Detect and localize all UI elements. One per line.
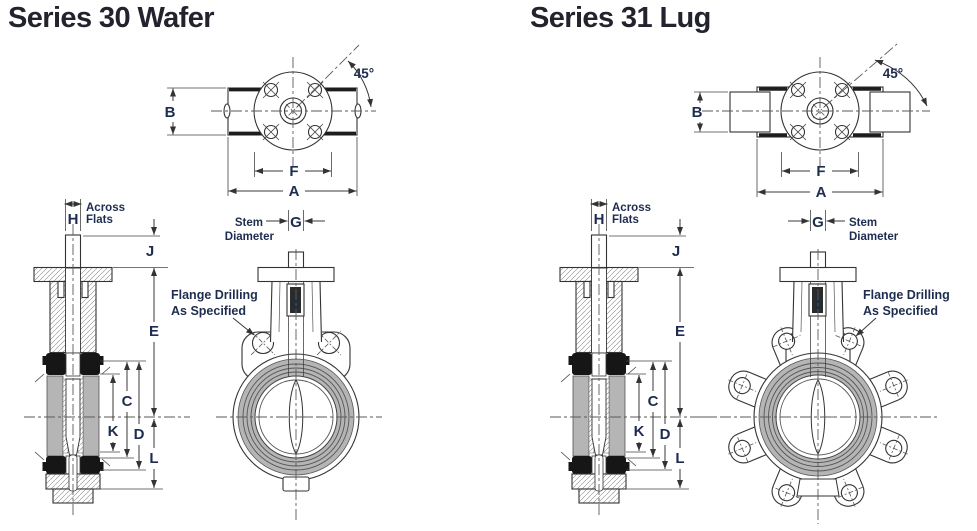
angle-label: 45° bbox=[883, 66, 903, 81]
dim-brackets: K C D E L bbox=[95, 268, 163, 490]
dim-label-g: G bbox=[290, 214, 302, 231]
angle-label: 45° bbox=[354, 66, 374, 81]
dim-H: H Across Flats bbox=[64, 199, 125, 231]
bray-logo-tag: Bray bbox=[808, 283, 827, 317]
foot-tab bbox=[796, 478, 840, 497]
dim-G: G Stem Diameter bbox=[788, 210, 899, 243]
dim-label-f: F bbox=[816, 163, 825, 180]
series30-top-view: 45° B F A bbox=[165, 44, 376, 200]
stem-diameter-label-2: Diameter bbox=[849, 231, 899, 243]
dim-label-h: H bbox=[594, 211, 605, 228]
liner-left bbox=[572, 375, 590, 457]
dim-label-a: A bbox=[289, 183, 300, 200]
series30-front-view: Bray Flange Drilling As Specified G Stem… bbox=[171, 210, 382, 522]
diagonal-45-line bbox=[823, 43, 898, 108]
series31-drawing: 45° B F A bbox=[550, 43, 950, 524]
angle-arc bbox=[347, 60, 373, 108]
dim-label-e: E bbox=[149, 323, 159, 340]
svg-text:Bray: Bray bbox=[294, 295, 301, 311]
dim-label-j: J bbox=[672, 243, 680, 260]
leader-ticks bbox=[560, 366, 637, 467]
dim-label-h: H bbox=[68, 211, 79, 228]
dim-label-e: E bbox=[675, 323, 685, 340]
series31-top-view: 45° B F A bbox=[692, 43, 930, 201]
dim-label-k: K bbox=[634, 423, 645, 440]
series30-title: Series 30 Wafer bbox=[8, 2, 215, 34]
liner-left bbox=[46, 375, 64, 457]
dim-label-a: A bbox=[816, 184, 827, 201]
series31-title: Series 31 Lug bbox=[530, 2, 711, 34]
dim-label-b: B bbox=[692, 104, 703, 121]
dim-G: G Stem Diameter bbox=[225, 210, 325, 243]
flange-drilling-label-1: Flange Drilling bbox=[171, 288, 258, 302]
dim-label-f: F bbox=[289, 163, 298, 180]
dim-B: B bbox=[692, 91, 728, 133]
flange-drilling-label-2: As Specified bbox=[863, 304, 938, 318]
top-seal bbox=[42, 352, 104, 377]
diagonal-45-line bbox=[296, 44, 360, 108]
dim-label-b: B bbox=[165, 104, 176, 121]
bray-logo-tag: Bray bbox=[286, 283, 305, 317]
dim-H: H Across Flats bbox=[590, 199, 651, 231]
across-flats-label-1: Across bbox=[86, 202, 125, 214]
dim-J: J bbox=[83, 219, 168, 268]
flange-drilling-ears bbox=[250, 330, 342, 356]
series31-front-view: Bray Flange Drilling As Specified G Stem… bbox=[700, 210, 950, 524]
dim-J: J bbox=[609, 219, 694, 268]
dim-B: B bbox=[165, 87, 226, 136]
bolt-holes bbox=[262, 81, 324, 141]
flange-drilling-callout: Flange Drilling As Specified bbox=[855, 288, 950, 337]
dim-label-g: G bbox=[812, 214, 824, 231]
lug-block-left bbox=[729, 91, 771, 133]
dim-label-j: J bbox=[146, 243, 154, 260]
bolt-holes bbox=[789, 81, 851, 141]
across-flats-label-2: Flats bbox=[612, 214, 639, 226]
flange-drilling-label-1: Flange Drilling bbox=[863, 288, 950, 302]
dim-A: A bbox=[756, 139, 884, 201]
liner-right bbox=[82, 375, 100, 457]
liner-right bbox=[608, 375, 626, 457]
dim-F: F bbox=[254, 152, 332, 180]
across-flats-label-1: Across bbox=[612, 202, 651, 214]
series30-drawing: 45° B F A bbox=[24, 44, 382, 522]
series31-section-view: H Across Flats J K C D bbox=[550, 199, 716, 516]
series30-section-view: H Across Flats J K C D bbox=[24, 199, 190, 516]
stem-diameter-label-2: Diameter bbox=[225, 231, 275, 243]
lug-bolt-holes bbox=[728, 327, 908, 507]
dim-label-d: D bbox=[134, 426, 145, 443]
leader-ticks bbox=[34, 366, 111, 467]
flange-drilling-callout: Flange Drilling As Specified bbox=[171, 288, 258, 336]
angle-arc bbox=[874, 59, 928, 107]
dim-label-c: C bbox=[648, 393, 659, 410]
dim-A: A bbox=[227, 137, 358, 200]
across-flats-label-2: Flats bbox=[86, 214, 113, 226]
dim-label-l: L bbox=[149, 450, 158, 467]
stem-diameter-label-1: Stem bbox=[849, 217, 877, 229]
svg-text:Bray: Bray bbox=[816, 295, 823, 311]
dim-label-d: D bbox=[660, 426, 671, 443]
stem-diameter-label-1: Stem bbox=[235, 217, 263, 229]
dim-F: F bbox=[781, 152, 859, 180]
dim-label-l: L bbox=[675, 450, 684, 467]
dim-brackets: K C D E L bbox=[621, 268, 689, 490]
dim-label-k: K bbox=[108, 423, 119, 440]
dim-label-c: C bbox=[122, 393, 133, 410]
lug-block-right bbox=[869, 91, 911, 133]
flange-drilling-label-2: As Specified bbox=[171, 304, 246, 318]
